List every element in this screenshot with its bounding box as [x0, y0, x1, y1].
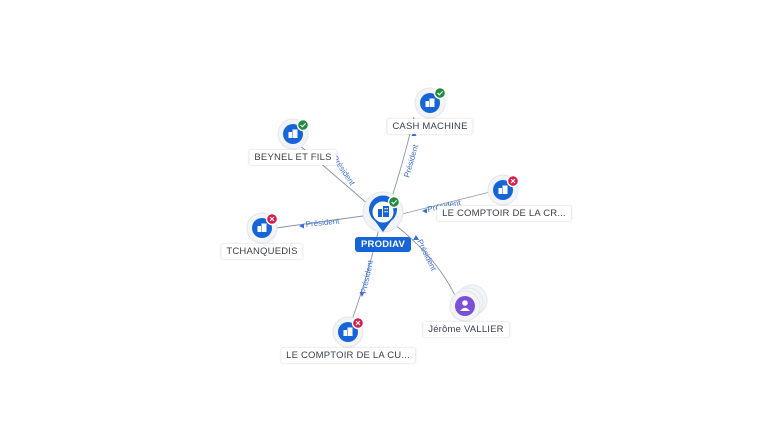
- node-beynel-et-fils[interactable]: [277, 118, 310, 150]
- node-comptoir-cu[interactable]: [332, 316, 365, 348]
- node-label-comptoir-cr[interactable]: LE COMPTOIR DE LA CR...: [437, 206, 571, 221]
- closed-cross-icon: [265, 212, 279, 226]
- building-icon: [425, 98, 435, 107]
- building-icon: [288, 129, 298, 138]
- building-icon: [257, 223, 267, 232]
- edge-arrow-icon: [299, 223, 304, 229]
- edge-label-cash: Président: [402, 143, 420, 179]
- building-icon: [343, 327, 353, 336]
- edge-arrow-icon: [413, 235, 419, 240]
- active-check-icon: [433, 86, 447, 100]
- person-icon: [460, 300, 470, 311]
- node-label-tchanquedis[interactable]: TCHANQUEDIS: [221, 244, 303, 259]
- node-cash-machine[interactable]: [414, 86, 447, 119]
- active-check-icon: [387, 195, 401, 209]
- building-icon: [378, 206, 389, 217]
- closed-cross-icon: [506, 174, 520, 188]
- closed-cross-icon: [351, 316, 365, 330]
- node-tchanquedis[interactable]: [246, 212, 279, 244]
- center-node[interactable]: [362, 191, 404, 233]
- node-jerome-vallier[interactable]: [449, 284, 488, 322]
- edge-arrow-icon: [359, 292, 365, 297]
- edge-label-vallier: Président: [415, 238, 438, 273]
- node-label-comptoir-cu[interactable]: LE COMPTOIR DE LA CU...: [281, 348, 415, 363]
- node-label-beynel-et-fils[interactable]: BEYNEL ET FILS: [249, 150, 337, 165]
- building-icon: [498, 185, 508, 194]
- center-node-label[interactable]: PRODIAV: [355, 237, 411, 252]
- node-comptoir-cr[interactable]: [487, 174, 520, 206]
- edge-vallier: Président: [393, 223, 459, 303]
- node-label-jerome-vallier[interactable]: Jérôme VALLIER: [423, 322, 509, 337]
- active-check-icon: [296, 118, 310, 132]
- edge-arrow-icon: [422, 208, 427, 214]
- edge-tchanquedis: Président: [275, 214, 371, 229]
- node-label-cash-machine[interactable]: CASH MACHINE: [387, 119, 473, 134]
- edge-label-tchanquedis: Président: [305, 216, 340, 229]
- edge-label-comptoir-cu: Président: [359, 259, 375, 295]
